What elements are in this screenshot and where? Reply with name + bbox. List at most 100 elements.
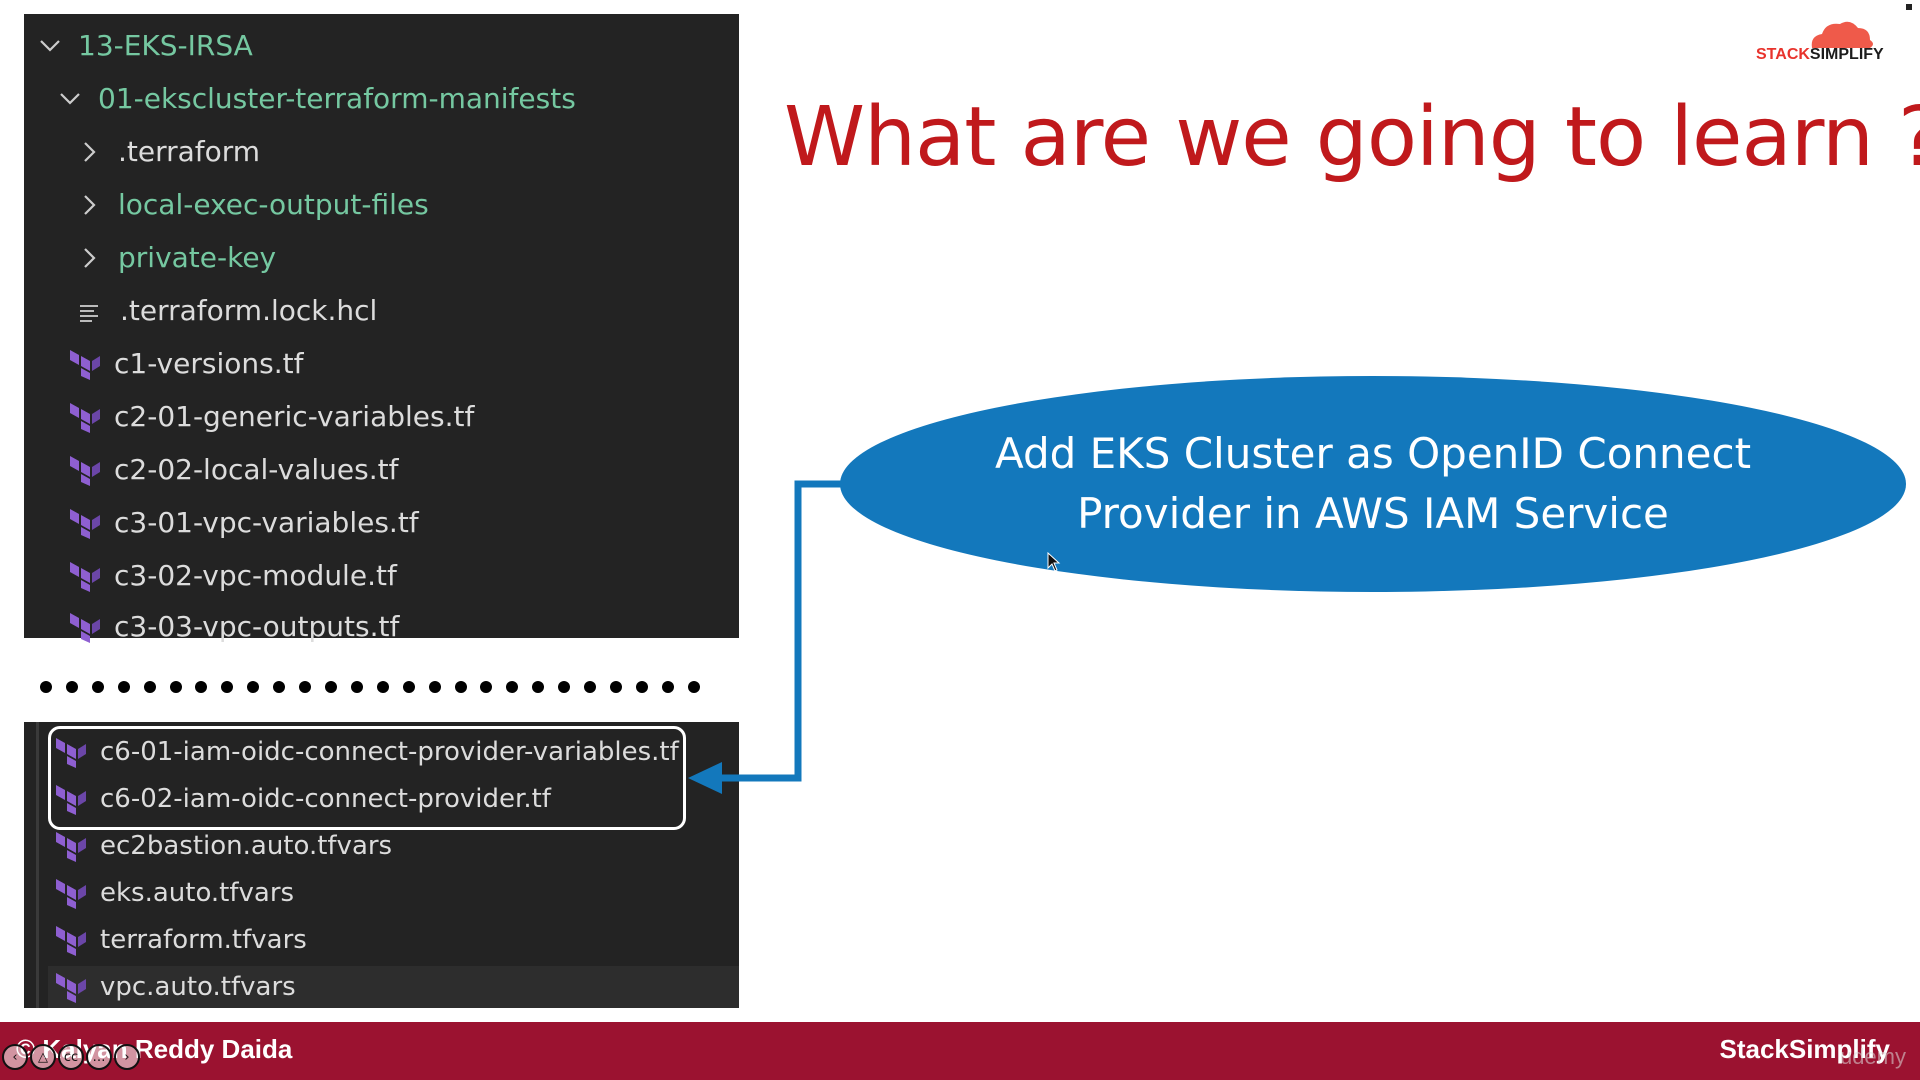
dot xyxy=(117,681,130,693)
dot xyxy=(273,681,286,693)
tree-item-label: c3-01-vpc-variables.tf xyxy=(114,506,419,539)
dot xyxy=(635,681,648,693)
terraform-file-icon xyxy=(52,924,86,956)
footer-bar: © Kalyan Reddy Daida StackSimplify xyxy=(0,1022,1920,1080)
terraform-file-icon xyxy=(66,454,100,486)
row-hover-highlight xyxy=(48,966,739,1008)
terraform-file-icon xyxy=(52,877,86,909)
terraform-file-icon xyxy=(66,348,100,380)
tree-file-c3-03-vpc-outputs[interactable]: c3-03-vpc-outputs.tf xyxy=(66,600,399,653)
logo-part1: STACK xyxy=(1756,46,1810,63)
dot xyxy=(299,681,312,693)
file-explorer-bottom: c6-01-iam-oidc-connect-provider-variable… xyxy=(24,722,739,1008)
tree-item-label: c6-02-iam-oidc-connect-provider.tf xyxy=(100,784,551,814)
tree-file-terraform-lock[interactable]: .terraform.lock.hcl xyxy=(78,284,377,337)
dot xyxy=(221,681,234,693)
dot xyxy=(324,681,337,693)
tree-item-label: ec2bastion.auto.tfvars xyxy=(100,831,393,861)
tree-folder-13-eks-irsa[interactable]: 13-EKS-IRSA xyxy=(36,19,253,72)
terraform-file-icon xyxy=(66,507,100,539)
tree-folder-terraform[interactable]: .terraform xyxy=(76,125,260,178)
logo-part2: SIMPLIFY xyxy=(1809,46,1884,63)
dot xyxy=(661,681,674,693)
player-controls: ‹ △ cc … › xyxy=(2,1044,140,1070)
tree-folder-private-key[interactable]: private-key xyxy=(76,231,276,284)
tree-folder-local-exec-output-files[interactable]: local-exec-output-files xyxy=(76,178,429,231)
tree-item-label: 13-EKS-IRSA xyxy=(78,29,253,62)
tree-file-c3-01-vpc-variables[interactable]: c3-01-vpc-variables.tf xyxy=(66,496,419,549)
chevron-right-icon[interactable] xyxy=(76,191,104,219)
footer-brand: StackSimplify xyxy=(1719,1034,1890,1064)
tree-item-label: private-key xyxy=(118,241,277,274)
tree-file-c3-02-vpc-module[interactable]: c3-02-vpc-module.tf xyxy=(66,549,397,602)
chevron-right-icon[interactable] xyxy=(76,244,104,272)
dot xyxy=(480,681,493,693)
text-file-icon xyxy=(78,299,102,323)
tree-item-label: vpc.auto.tfvars xyxy=(100,972,296,1002)
tree-file-c2-01-generic-variables[interactable]: c2-01-generic-variables.tf xyxy=(66,390,474,443)
dot xyxy=(506,681,519,693)
tree-item-label: c1-versions.tf xyxy=(114,347,304,380)
warning-icon[interactable]: △ xyxy=(30,1044,56,1070)
indent-guide xyxy=(36,722,39,1008)
dot xyxy=(558,681,571,693)
concept-bubble-text: Add EKS Cluster as OpenID Connect Provid… xyxy=(840,424,1906,544)
logo-wordmark: STACKSIMPLIFY xyxy=(1756,46,1884,64)
chevron-down-icon[interactable] xyxy=(56,85,84,113)
ellipsis-separator xyxy=(40,678,700,696)
tree-file-eks-tfvars[interactable]: eks.auto.tfvars xyxy=(52,871,294,915)
chevron-down-icon[interactable] xyxy=(36,32,64,60)
chevron-right-icon[interactable] xyxy=(76,138,104,166)
tree-file-c6-01-oidc-variables[interactable]: c6-01-iam-oidc-connect-provider-variable… xyxy=(52,730,679,774)
terraform-file-icon xyxy=(52,736,86,768)
tree-file-ec2bastion-tfvars[interactable]: ec2bastion.auto.tfvars xyxy=(52,824,392,868)
tree-item-label: terraform.tfvars xyxy=(100,925,307,955)
bubble-line-2: Provider in AWS IAM Service xyxy=(1077,489,1669,538)
terraform-file-icon xyxy=(52,971,86,1003)
dot xyxy=(428,681,441,693)
captions-icon[interactable]: cc xyxy=(58,1044,84,1070)
tree-item-label: c2-01-generic-variables.tf xyxy=(114,400,475,433)
dot xyxy=(687,681,700,693)
dot xyxy=(247,681,260,693)
more-icon[interactable]: … xyxy=(86,1044,112,1070)
mouse-cursor-icon xyxy=(1047,552,1061,572)
dot xyxy=(402,681,415,693)
dot xyxy=(143,681,156,693)
slide-title: What are we going to learn ? xyxy=(784,90,1920,185)
highlight-box xyxy=(48,726,686,830)
concept-bubble xyxy=(840,376,1906,592)
tree-file-c2-02-local-values[interactable]: c2-02-local-values.tf xyxy=(66,443,398,496)
dot xyxy=(376,681,389,693)
cloud-logo-icon xyxy=(1811,21,1873,48)
tree-item-label: local-exec-output-files xyxy=(118,188,429,221)
terraform-file-icon xyxy=(66,560,100,592)
dot xyxy=(65,681,78,693)
dot xyxy=(584,681,597,693)
tree-file-vpc-tfvars[interactable]: vpc.auto.tfvars xyxy=(52,965,296,1009)
dot xyxy=(454,681,467,693)
tree-item-label: .terraform xyxy=(118,135,261,168)
terraform-file-icon xyxy=(52,783,86,815)
back-icon[interactable]: ‹ xyxy=(2,1044,28,1070)
tree-item-label: c6-01-iam-oidc-connect-provider-variable… xyxy=(100,737,679,767)
tree-file-terraform-tfvars[interactable]: terraform.tfvars xyxy=(52,918,307,962)
corner-mark xyxy=(1906,4,1912,10)
tree-item-label: c3-02-vpc-module.tf xyxy=(114,559,397,592)
tree-item-label: 01-ekscluster-terraform-manifests xyxy=(98,82,576,115)
bubble-line-1: Add EKS Cluster as OpenID Connect xyxy=(994,429,1752,478)
tree-file-c1-versions[interactable]: c1-versions.tf xyxy=(66,337,303,390)
tree-item-label: .terraform.lock.hcl xyxy=(120,294,378,327)
tree-folder-ekscluster-manifests[interactable]: 01-ekscluster-terraform-manifests xyxy=(56,72,576,125)
tree-file-c6-02-oidc-provider[interactable]: c6-02-iam-oidc-connect-provider.tf xyxy=(52,777,551,821)
tree-item-label: c3-03-vpc-outputs.tf xyxy=(114,610,400,643)
tree-item-label: eks.auto.tfvars xyxy=(100,878,295,908)
file-explorer-top: 13-EKS-IRSA 01-ekscluster-terraform-mani… xyxy=(24,14,739,643)
dot xyxy=(350,681,363,693)
dot xyxy=(91,681,104,693)
dot xyxy=(195,681,208,693)
watermark: udemy xyxy=(1839,1044,1906,1069)
terraform-file-icon xyxy=(52,830,86,862)
forward-icon[interactable]: › xyxy=(114,1044,140,1070)
terraform-file-icon xyxy=(66,401,100,433)
